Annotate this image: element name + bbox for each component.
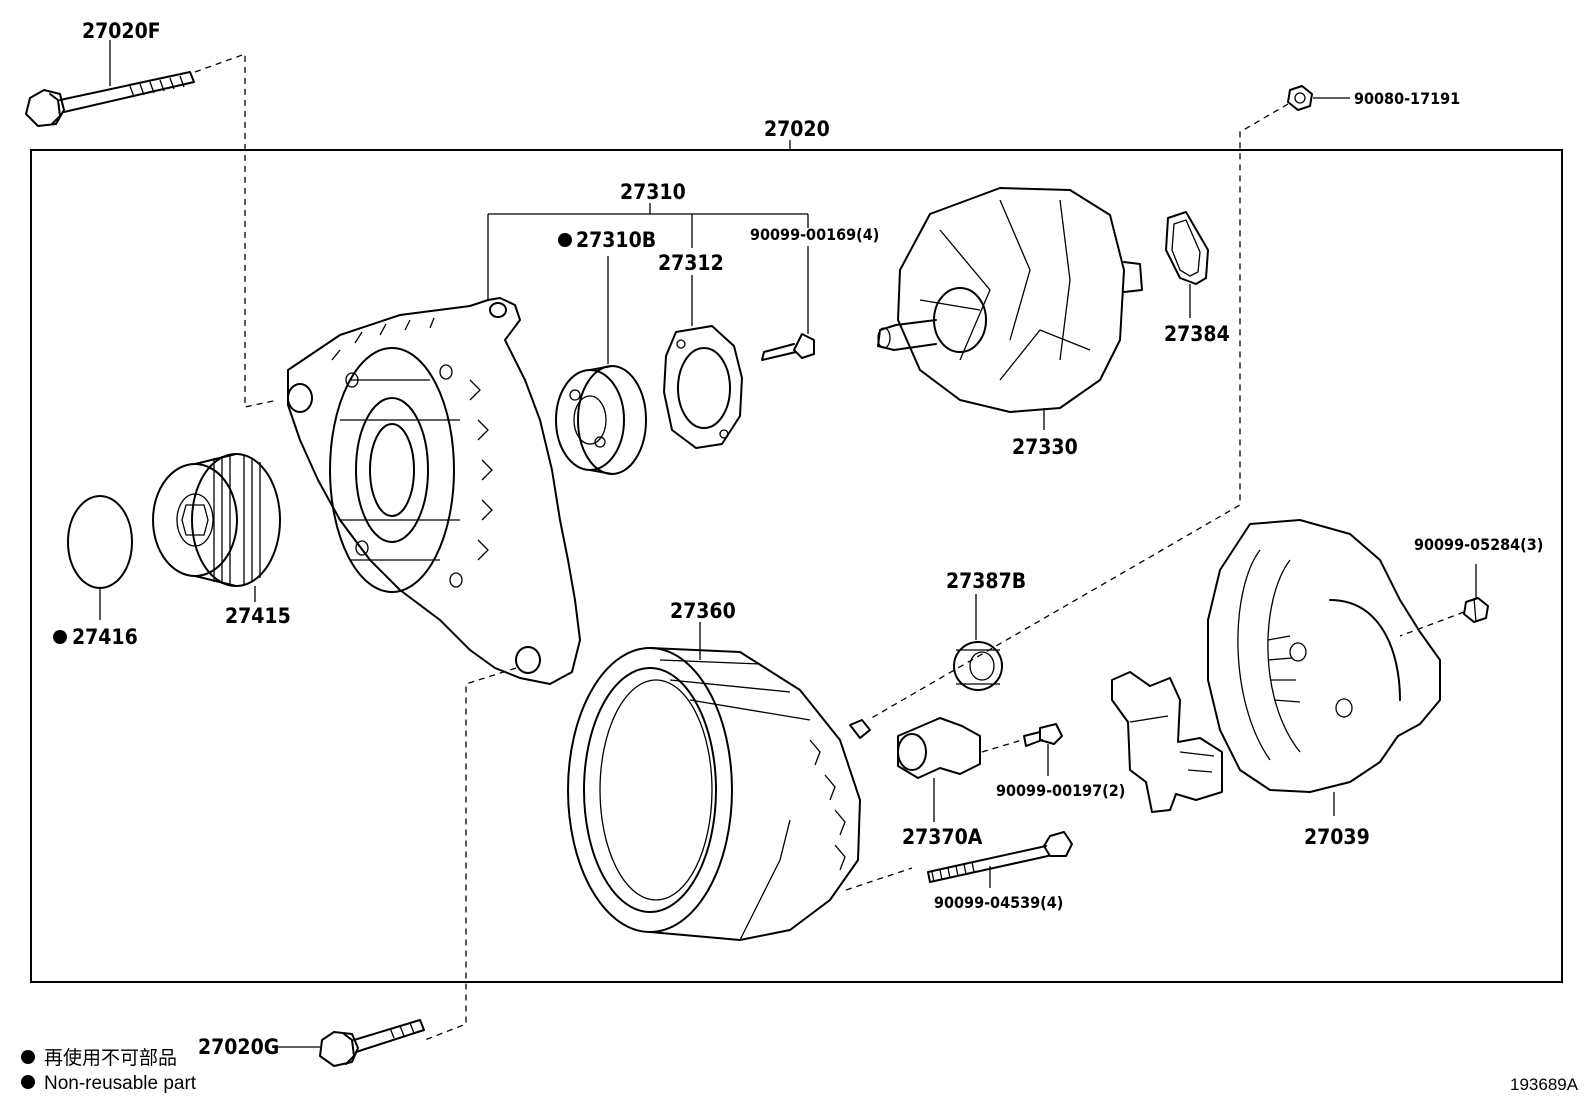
rotor-27330	[877, 187, 1143, 413]
label-90099-05284: 90099-05284(3)	[1414, 535, 1543, 554]
brush-holder-27370a	[897, 717, 981, 779]
label-27020f: 27020F	[82, 19, 161, 43]
label-90080-17191: 90080-17191	[1354, 89, 1460, 108]
label-27312: 27312	[658, 251, 724, 275]
label-27387b: 27387B	[946, 569, 1026, 593]
legend-japanese: 再使用不可部品	[44, 1047, 177, 1069]
label-90099-00169: 90099-00169(4)	[750, 225, 879, 244]
holder-27387b	[953, 641, 1003, 691]
rear-cover-27039	[1207, 519, 1441, 793]
drive-end-frame	[287, 297, 581, 685]
label-27020g: 27020G	[198, 1035, 279, 1059]
label-90099-04539: 90099-04539(4)	[934, 893, 1063, 912]
cover-27416	[67, 495, 133, 589]
screw-90099-00197	[1023, 723, 1063, 747]
diagram-code: 193689A	[1510, 1075, 1579, 1094]
legend-mark-2	[21, 1075, 35, 1089]
regulator	[1111, 671, 1223, 813]
screw-90099-00169	[761, 333, 815, 361]
label-27310b: 27310B	[576, 228, 656, 252]
bolt-90099-04539	[927, 831, 1073, 883]
nut-90099-05284	[1463, 597, 1489, 623]
non-reusable-mark	[558, 233, 572, 247]
bearing-27310b	[555, 365, 647, 475]
label-27310: 27310	[620, 180, 686, 204]
assembly-frame	[30, 149, 1563, 983]
pulley-27415	[152, 453, 281, 587]
ring-27384	[1165, 211, 1209, 285]
bolt-27020f	[25, 71, 195, 127]
label-27384: 27384	[1164, 322, 1230, 346]
stator-27360	[567, 647, 871, 941]
label-27039: 27039	[1304, 825, 1370, 849]
label-90099-00197: 90099-00197(2)	[996, 781, 1125, 800]
nut-90080-17191	[1287, 85, 1313, 111]
label-27370a: 27370A	[902, 825, 983, 849]
non-reusable-mark	[53, 630, 67, 644]
label-27416: 27416	[72, 625, 138, 649]
label-27330: 27330	[1012, 435, 1078, 459]
bolt-27020g	[319, 1019, 425, 1067]
label-27020: 27020	[764, 117, 830, 141]
label-27360: 27360	[670, 599, 736, 623]
retainer-plate-27312	[663, 325, 743, 449]
label-27415: 27415	[225, 604, 291, 628]
legend-english: Non-reusable part	[44, 1073, 197, 1094]
legend-mark-1	[21, 1050, 35, 1064]
